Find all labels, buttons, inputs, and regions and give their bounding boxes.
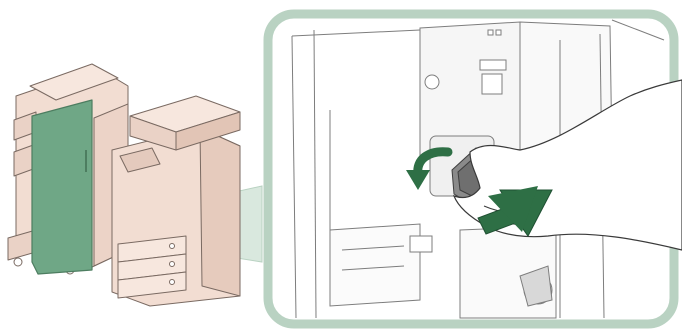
finisher-front-door-highlighted	[32, 100, 92, 274]
zoom-callout	[268, 14, 682, 324]
printer-illustration	[8, 64, 240, 306]
printer-right-side	[200, 128, 240, 296]
caster-left	[14, 258, 22, 266]
